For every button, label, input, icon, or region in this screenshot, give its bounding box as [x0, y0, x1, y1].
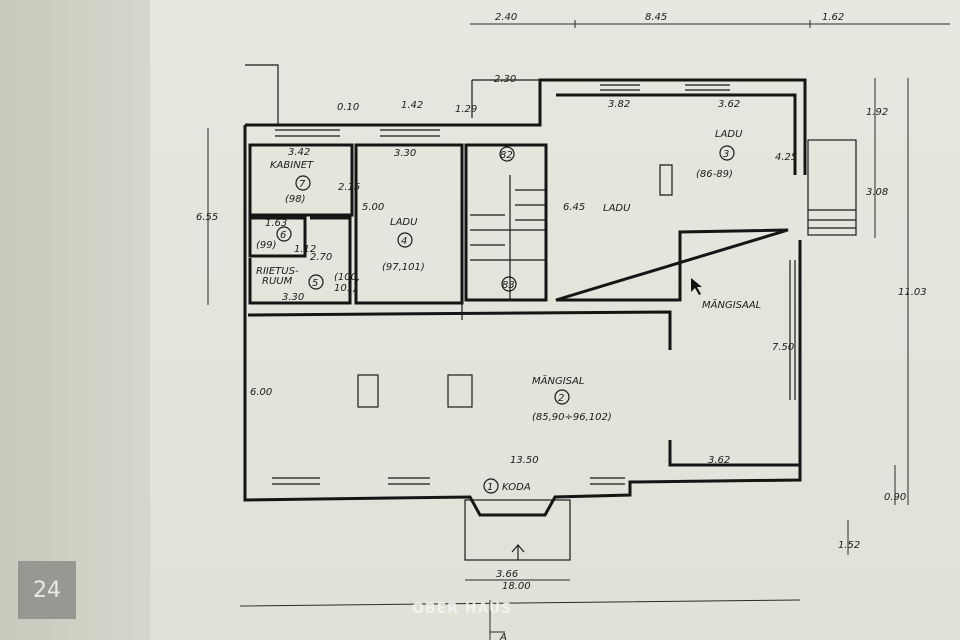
room-number-circle	[397, 232, 413, 248]
room-name-koda: KODA	[502, 482, 531, 493]
page-badge: 24	[18, 561, 76, 619]
outer-walls	[243, 64, 807, 517]
dim-text: 2.30	[494, 74, 516, 85]
interior-walls	[247, 84, 857, 561]
room-number-circle	[276, 226, 292, 242]
dim-text: 1.12	[294, 244, 316, 255]
dim-text: 1.63	[265, 218, 287, 229]
dim-text: 6.45	[563, 202, 585, 213]
dim-text: 11.03	[898, 287, 927, 298]
room-number-5: 5	[312, 278, 318, 289]
dim-text: 0.90	[884, 492, 906, 503]
room-number-4: 4	[401, 236, 407, 247]
dim-text: 6.55	[196, 212, 218, 223]
dim-text: 2.40	[495, 12, 517, 23]
room-number-circle	[501, 276, 517, 292]
dim-text: 3.42	[288, 147, 310, 158]
dim-text: 4.25	[775, 152, 797, 163]
room-number-circle	[719, 145, 735, 161]
dim-text: 1.52	[838, 540, 860, 551]
watermark: OBER HAUS	[412, 601, 513, 617]
dim-text: 1.62	[822, 12, 844, 23]
room-ref-ladu-4: (97,101)	[382, 262, 425, 273]
room-name-mangisaal: MÄNGISAL	[532, 374, 584, 387]
room-number-circle	[308, 274, 324, 290]
room-number-circle	[554, 389, 570, 405]
room-number-6: 6	[280, 230, 286, 241]
monitor-screen	[150, 0, 960, 640]
dim-text: 3.30	[394, 148, 416, 159]
section-marker: A	[499, 632, 507, 640]
dim-text: 5.00	[362, 202, 384, 213]
room-name-mangisaal-small: MÄNGISAAL	[702, 298, 761, 311]
room-name-kabinet: KABINET	[270, 160, 314, 171]
dim-text: 13.50	[510, 455, 539, 466]
room-number-2: 2	[558, 393, 564, 404]
room-number-7: 7	[299, 179, 306, 190]
dim-text: 0.10	[337, 102, 359, 113]
room-ref-wc: (99)	[256, 240, 277, 251]
dim-text: 3.62	[718, 99, 740, 110]
stair-number-83: 83	[502, 280, 515, 291]
room-name-ladu-3: LADU	[715, 129, 743, 140]
stair-number-82: 82	[500, 150, 513, 161]
room-ref-kabinet: (98)	[285, 194, 306, 205]
room-ref-riietus-1: (100,	[334, 272, 360, 283]
room-name-riietus-2: RUUM	[262, 276, 293, 287]
dim-text: 2.15	[338, 182, 360, 193]
room-number-circle	[499, 146, 515, 162]
room-number-3: 3	[723, 149, 729, 160]
mouse-cursor-icon	[691, 278, 702, 295]
dim-text: 3.30	[282, 292, 304, 303]
dimension-lines	[207, 20, 950, 640]
dim-text: 3.66	[496, 569, 518, 580]
dim-text: 3.08	[866, 187, 888, 198]
room-name-riietus-1: RIIETUS-	[256, 266, 299, 277]
room-ref-ladu-3: (86-89)	[696, 169, 733, 180]
dim-text: 1.92	[866, 107, 888, 118]
room-ref-riietus-2: 101)	[334, 283, 357, 294]
dim-text: 7.50	[772, 342, 794, 353]
room-name-ladu-4: LADU	[390, 217, 418, 228]
dim-text: 2.70	[310, 252, 332, 263]
room-number-circle	[295, 175, 311, 191]
dim-text: 18.00	[502, 581, 531, 592]
room-number-1: 1	[487, 482, 493, 493]
dim-text: 8.45	[645, 12, 667, 23]
room-number-circle	[483, 478, 499, 494]
dim-text: 1.29	[455, 104, 477, 115]
dim-text: 3.62	[708, 455, 730, 466]
room-ref-mangisaal: (85,90÷96,102)	[532, 412, 612, 423]
dim-text: 6.00	[250, 387, 272, 398]
dim-text: 3.82	[608, 99, 630, 110]
dim-text: 1.42	[401, 100, 423, 111]
room-name-ladu-large: LADU	[603, 203, 631, 214]
